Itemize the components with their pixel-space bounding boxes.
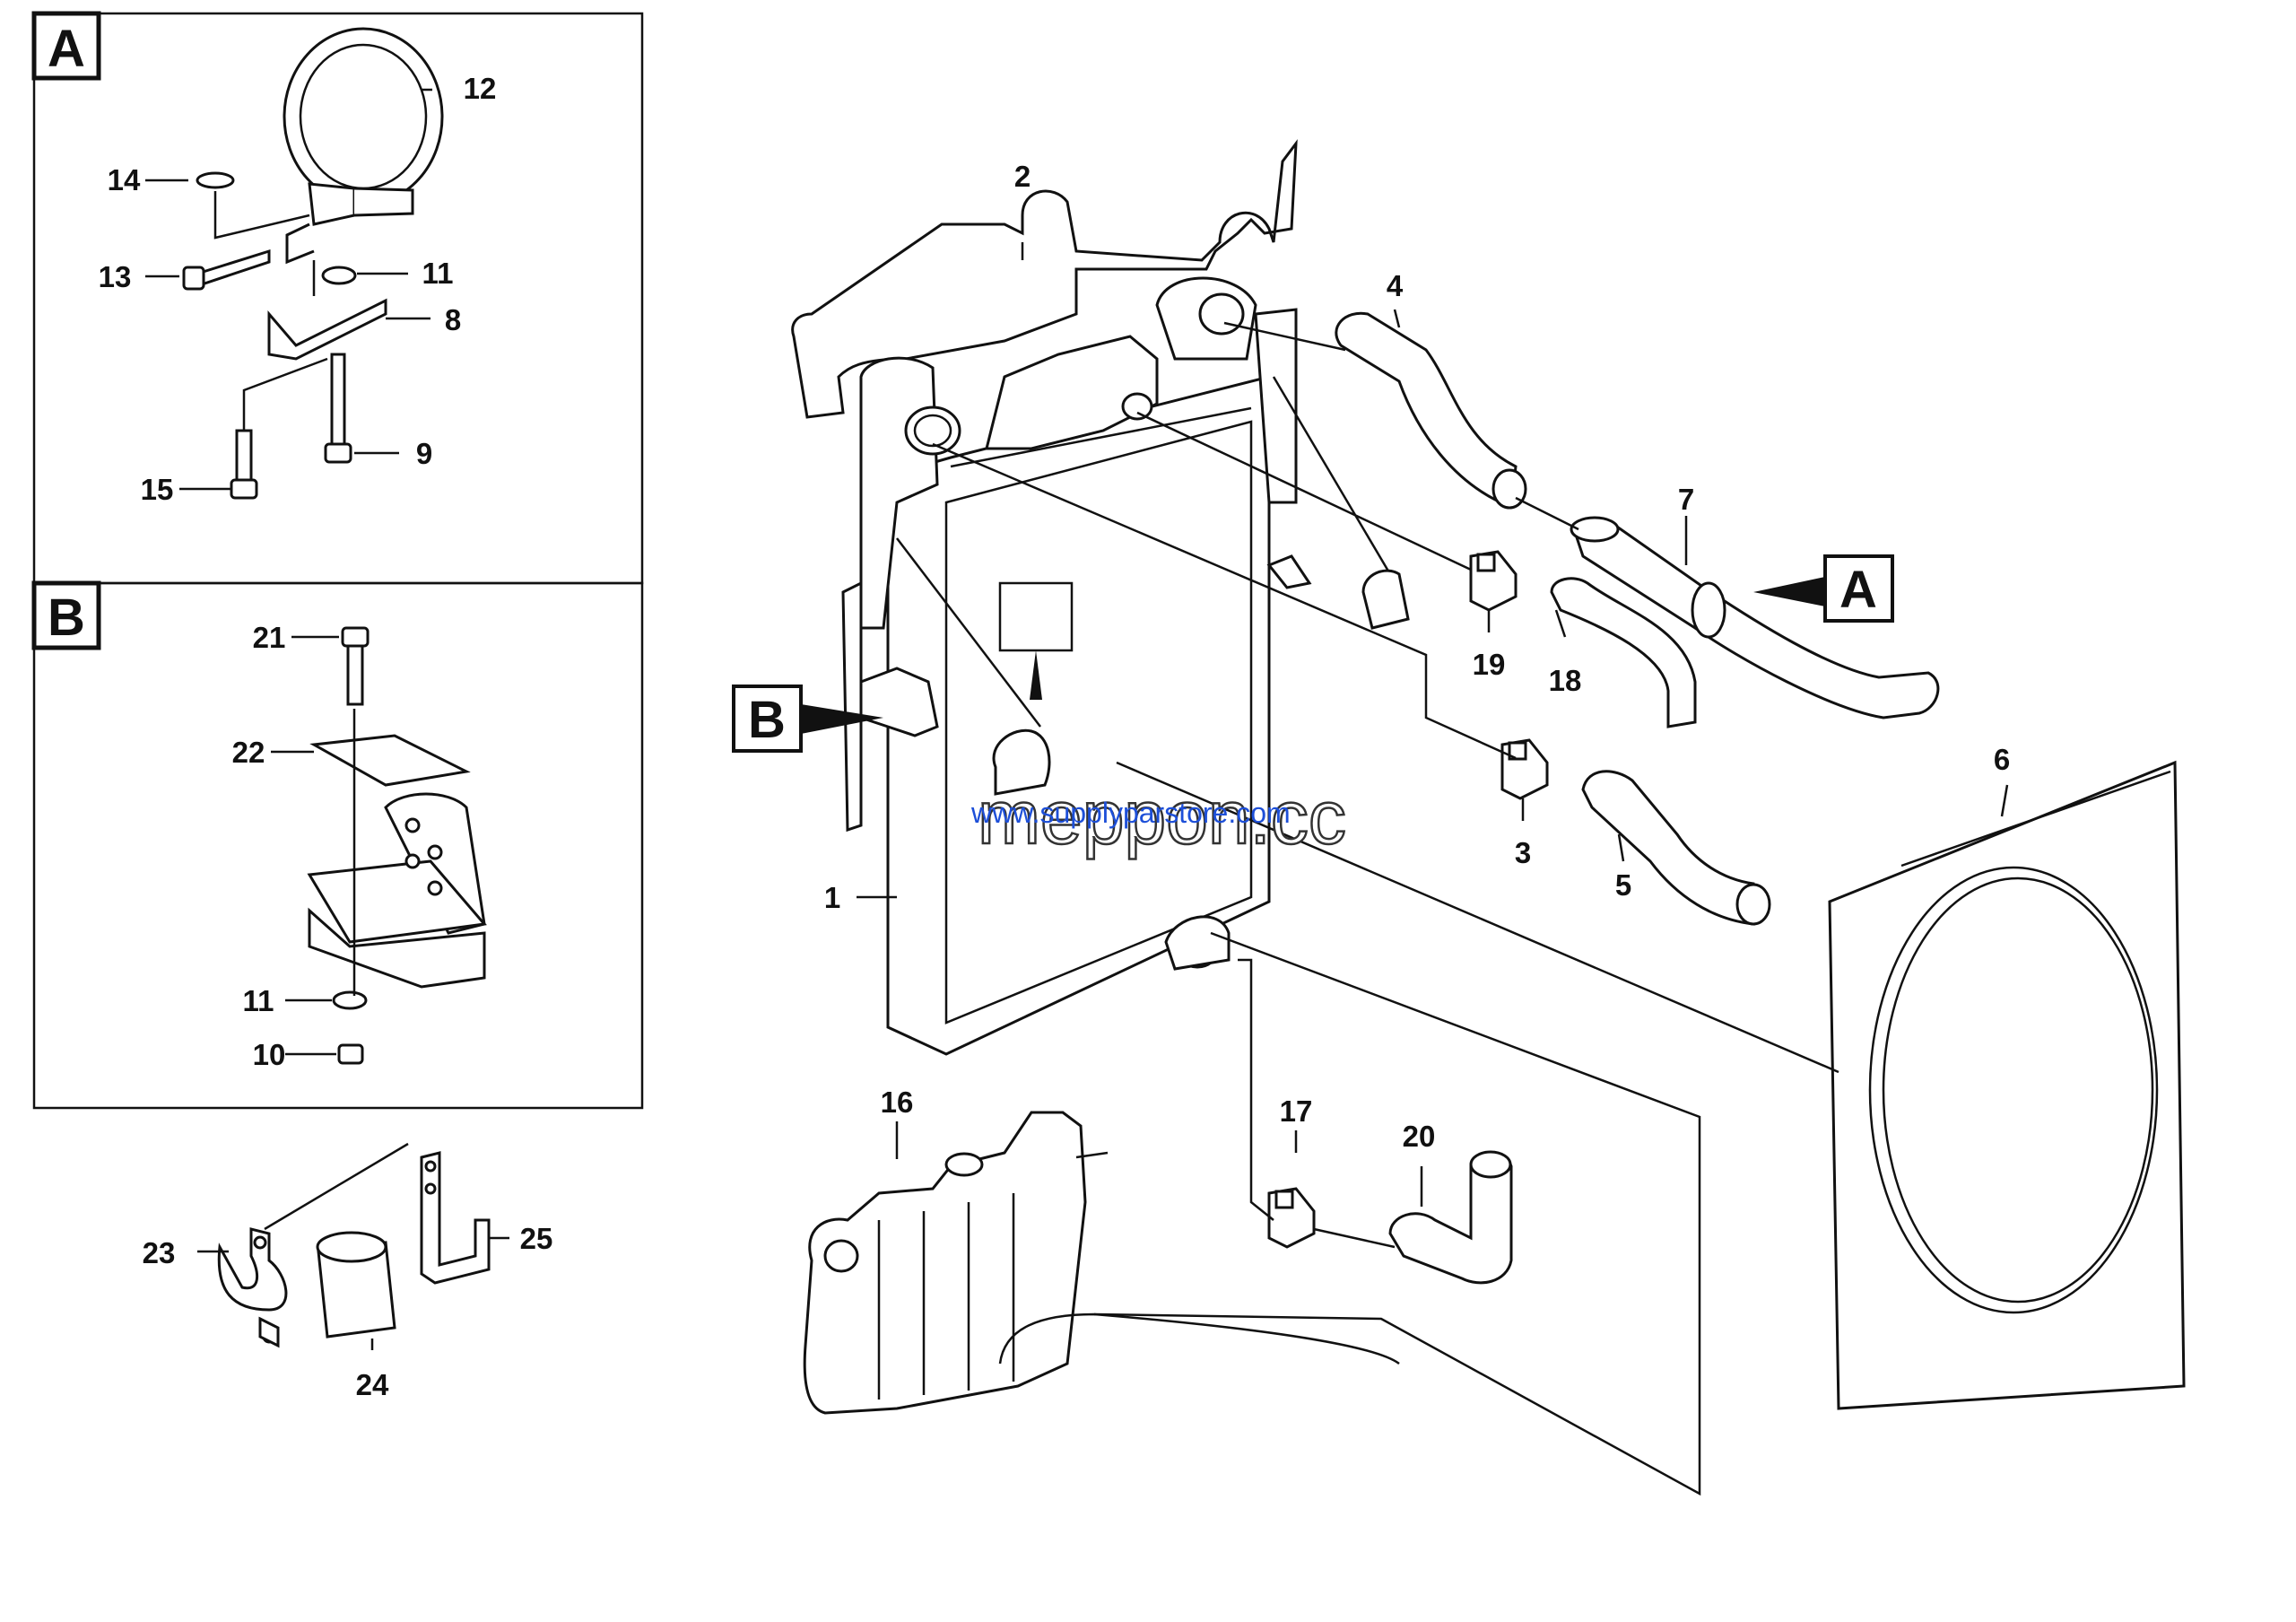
part-label-18: 18	[1549, 664, 1582, 697]
part-label-16: 16	[881, 1086, 914, 1119]
hose-18-drawing: 18	[1549, 577, 1697, 728]
part-label-4: 4	[1387, 269, 1404, 302]
bolt-13-drawing	[182, 249, 271, 291]
connection-lines	[932, 321, 1839, 1496]
expansion-tank-16-drawing: 16	[803, 1086, 1109, 1415]
part-label-19: 19	[1473, 648, 1506, 681]
part-label-3: 3	[1515, 836, 1531, 869]
radiator-assembly: 1 2	[791, 139, 1410, 1056]
part-label-23: 23	[143, 1236, 176, 1269]
part-label-20: 20	[1403, 1120, 1436, 1153]
washer-14-drawing	[196, 171, 235, 189]
bolt-21-drawing	[341, 626, 370, 706]
bracket-8-drawing	[267, 298, 387, 361]
part-label-11b: 11	[243, 984, 274, 1017]
part-label-15: 15	[141, 473, 174, 506]
detail-panel-a: A	[31, 11, 644, 585]
panel-a-label: A	[48, 20, 85, 78]
bolt-9-drawing	[324, 353, 352, 464]
part-label-6: 6	[1994, 743, 2010, 776]
plate-22-drawing	[309, 734, 471, 787]
part-label-17: 17	[1280, 1094, 1313, 1128]
clamp-17-drawing: 17	[1267, 1094, 1316, 1249]
part-label-24: 24	[356, 1368, 389, 1401]
nut-10-drawing	[337, 1043, 364, 1065]
hose-4-drawing: 4	[1335, 269, 1527, 510]
part-label-9: 9	[416, 437, 432, 470]
part-label-13: 13	[99, 260, 132, 293]
part-label-14: 14	[108, 163, 141, 196]
hose-20-drawing: 20	[1388, 1120, 1513, 1285]
part-label-12: 12	[464, 72, 497, 105]
fan-shroud-6-drawing: 6	[1828, 743, 2186, 1410]
part-label-10: 10	[253, 1038, 286, 1071]
detail-panel-b: B 21 22 11 10	[31, 580, 644, 1110]
part-label-8: 8	[445, 303, 461, 336]
callout-a-label: A	[1839, 561, 1877, 619]
watermark-brand: meppon.cc	[978, 775, 1346, 859]
part-label-2: 2	[1014, 160, 1031, 193]
clamp-19-drawing: 19	[1469, 550, 1518, 681]
watermark: meppon.cc www.supplyparstore.com	[970, 774, 1347, 861]
mount-block-drawing	[307, 792, 487, 989]
clamp-3-drawing: 3	[1500, 738, 1549, 869]
part-label-11a: 11	[422, 257, 454, 290]
panel-b-label: B	[48, 589, 85, 647]
hose-clip-group: 23 24 25	[143, 1142, 553, 1401]
watermark-url: www.supplyparstore.com	[970, 797, 1291, 829]
hose-5-drawing: 5	[1581, 770, 1771, 926]
washer-11a-drawing	[321, 266, 357, 285]
pipe-7-drawing: 7	[1570, 483, 1940, 719]
part-label-21: 21	[253, 621, 286, 654]
bolt-15-drawing	[230, 429, 258, 500]
part-label-1: 1	[824, 881, 840, 914]
clamp-12-drawing	[283, 27, 444, 265]
part-label-7: 7	[1678, 483, 1694, 516]
washer-11b-drawing	[332, 990, 368, 1010]
callout-a: A	[1753, 554, 1894, 623]
part-label-5: 5	[1615, 868, 1631, 902]
part-label-25: 25	[520, 1222, 553, 1255]
part-label-22: 22	[232, 736, 265, 769]
callout-b: B	[732, 685, 883, 753]
callout-b-label: B	[748, 691, 786, 749]
